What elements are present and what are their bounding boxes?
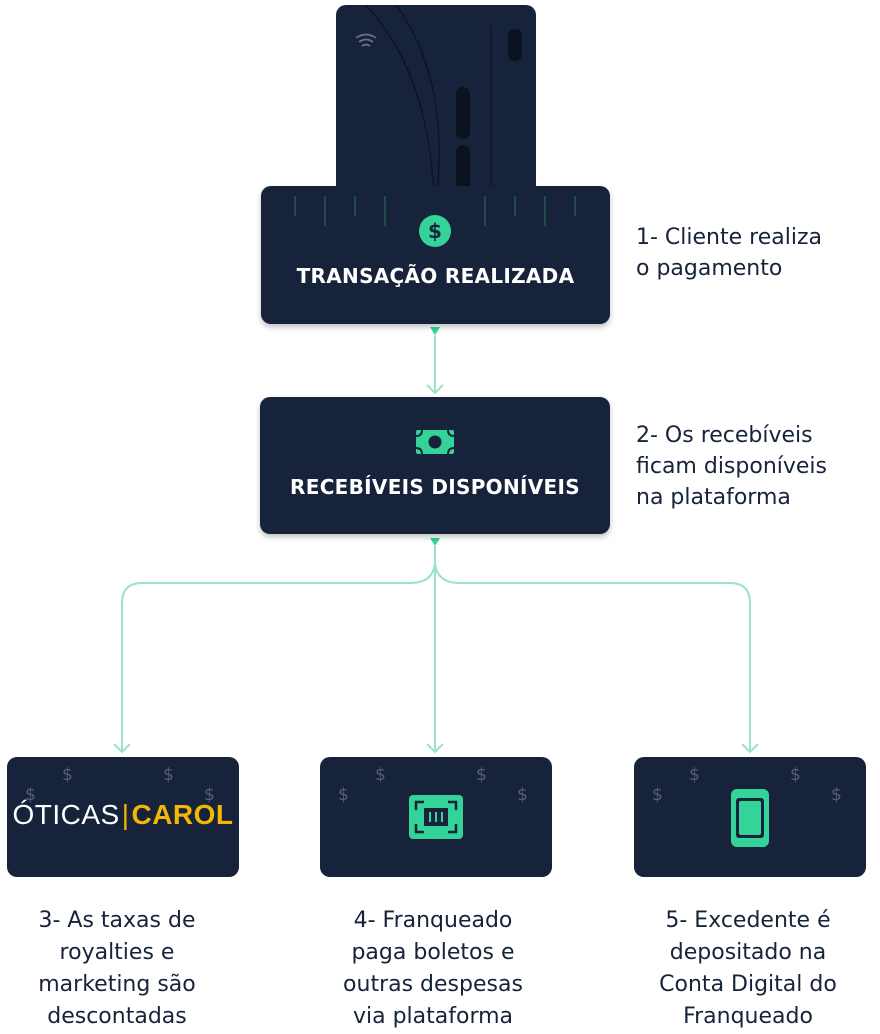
banknote-icon [416, 430, 454, 454]
digital-account-box: $ $ $ $ [634, 757, 866, 877]
dollar-decor: $ [476, 765, 487, 785]
connector-right-branch [434, 559, 751, 752]
step-3-caption: 3- As taxas de royalties e marketing são… [38, 908, 196, 1029]
dollar-decor: $ [204, 785, 215, 805]
dollar-decor: $ [652, 785, 663, 805]
dollar-decor: $ [62, 765, 73, 785]
svg-text:$: $ [428, 219, 442, 243]
contactless-icon [355, 33, 377, 47]
dollar-decor: $ [790, 765, 801, 785]
transaction-box: $ TRANSAÇÃO REALIZADA [261, 186, 610, 324]
step-2-caption: 2- Os recebíveis ficam disponíveis na pl… [636, 423, 828, 510]
dollar-decor: $ [689, 765, 700, 785]
arrow-head-split [430, 538, 440, 546]
step-4-caption: 4- Franqueado paga boletos e outras desp… [343, 908, 523, 1029]
oticas-carol-logo: ÓTICAS|CAROL [12, 799, 234, 830]
card-slot-lines [294, 196, 576, 226]
arrow-head-right [741, 743, 759, 754]
dollar-decor: $ [375, 765, 386, 785]
dollar-coin-icon: $ [419, 215, 451, 247]
connector-left-branch [121, 559, 436, 752]
bills-box: $ $ $ $ [320, 757, 552, 877]
dollar-decor: $ [517, 785, 528, 805]
arrow-head-top [430, 327, 440, 335]
barcode-scan-icon [409, 795, 463, 839]
dollar-decor: $ [163, 765, 174, 785]
arrow-head-left [113, 743, 131, 754]
arrow-head-center [426, 743, 444, 754]
payment-card-illustration [336, 5, 536, 205]
arrow-head-mid [426, 384, 444, 395]
step-1-caption: 1- Cliente realiza o pagamento [636, 225, 822, 281]
royalties-box: $ $ $ $ ÓTICAS|CAROL [7, 757, 239, 877]
card-decoration [355, 5, 522, 205]
dollar-decor: $ [338, 785, 349, 805]
receivables-title: RECEBÍVEIS DISPONÍVEIS [290, 475, 580, 499]
step-5-caption: 5- Excedente é depositado na Conta Digit… [659, 908, 837, 1029]
transaction-title: TRANSAÇÃO REALIZADA [296, 264, 575, 288]
smartphone-icon [731, 789, 769, 847]
dollar-decor: $ [25, 785, 36, 805]
dollar-decor: $ [831, 785, 842, 805]
receivables-box: RECEBÍVEIS DISPONÍVEIS [260, 397, 610, 534]
